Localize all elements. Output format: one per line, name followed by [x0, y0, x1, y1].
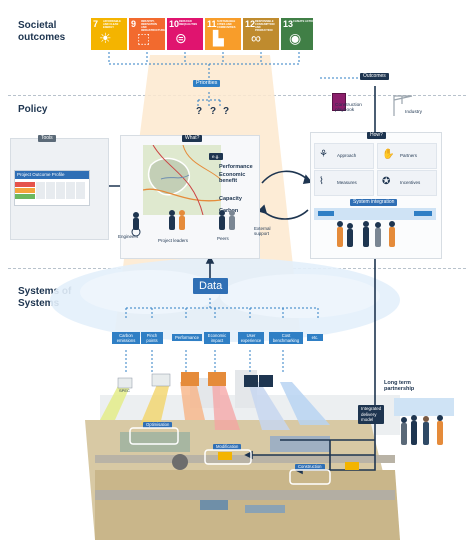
sdg-tile-7: 7 Affordable and clean energy ☀	[91, 18, 127, 50]
sdg-title: Climate action	[293, 20, 315, 23]
handshake-icon: ✋	[382, 149, 395, 160]
measures-cell: ⌇ Measures	[314, 170, 374, 196]
sun-icon: ☀	[99, 30, 112, 46]
data-tag-cost-benchmarking: Cost benchmarking	[269, 332, 303, 344]
sdg-title: Reduced inequalities	[179, 20, 198, 26]
priorities-tag: Priorities	[193, 80, 221, 87]
sdg-title: Sustainable cities and communities	[217, 20, 236, 29]
sdg-title: Industry, innovation and infrastructure	[141, 20, 165, 32]
chart-icon: ⌇	[319, 176, 324, 187]
data-cloud-3	[220, 274, 380, 318]
optimisation-tag: Optimisation	[143, 422, 173, 428]
partnership-people	[394, 398, 454, 445]
construction-tag: Construction	[295, 464, 325, 470]
section-title-societal-outcomes: Societal outcomes	[18, 20, 66, 43]
sdg-number: 9	[131, 19, 137, 29]
infinity-icon: ∞	[251, 30, 261, 46]
profile-row-orange	[15, 188, 35, 193]
external-support-label: External support	[254, 226, 271, 236]
sdg-tile-11: 11 Sustainable cities and communities ▙	[205, 18, 241, 50]
long-term-partnership-label: Long term partnership	[384, 380, 415, 392]
sdg-number: 12	[245, 19, 256, 29]
incentives-cell: ✪ Incentives	[377, 170, 437, 196]
partners-label: Partners	[400, 153, 418, 158]
approach-cell: ⚘ Approach	[314, 143, 374, 169]
partners-cell: ✋ Partners	[377, 143, 437, 169]
sdg-tile-13: 13 Climate action ◉	[281, 18, 315, 50]
sdg-title: Affordable and clean energy	[103, 20, 121, 29]
equals-icon: ⊜	[175, 30, 187, 46]
system-integration-tag: System integration	[350, 199, 398, 206]
data-tag-etc: etc.	[307, 334, 323, 341]
measures-label: Measures	[337, 180, 357, 185]
project-leaders-label: Project leaders	[158, 238, 189, 243]
outcomes-tag: Outcomes	[360, 73, 389, 80]
profile-row-red	[15, 182, 35, 187]
data-tag: Data	[193, 278, 229, 294]
sdg-title: Responsible consumption and production	[255, 20, 275, 32]
construction-playbook-label: Construction playbook	[335, 103, 362, 113]
data-tag-carbon-emissions: Carbon emissions	[112, 332, 140, 344]
approach-icon: ⚘	[319, 149, 328, 160]
sdg-number: 7	[93, 19, 99, 29]
data-cloud-2	[80, 270, 220, 314]
capacity-label: Capacity	[219, 196, 242, 202]
question-mark-2: ?	[210, 106, 217, 117]
playbook-icon	[332, 93, 346, 111]
integrated-delivery-model-tag: Integrated delivery model	[358, 405, 385, 424]
industry-label: Industry	[405, 110, 423, 115]
what-tag: What?	[182, 135, 203, 142]
sdg-tile-10: 10 Reduced inequalities ⊜	[167, 18, 203, 50]
eg-tag: e.g.	[209, 153, 223, 160]
performance-label: Performance	[219, 164, 253, 170]
sdg-number: 11	[207, 19, 217, 29]
tools-tag: Tools	[38, 135, 56, 142]
carbon-label: Carbon	[219, 208, 239, 214]
medal-icon: ✪	[382, 176, 391, 187]
sensor-icons	[117, 372, 273, 389]
data-tag-economic-impact: Economic impact	[204, 332, 230, 344]
project-outcome-profile-card: Project Outcome Profile	[14, 170, 90, 206]
economic-benefit-label: Economic benefit	[219, 172, 246, 184]
sdg-number: 13	[283, 19, 294, 29]
people-figures	[131, 210, 235, 237]
approach-label: Approach	[337, 153, 357, 158]
profile-grid	[36, 182, 86, 199]
question-mark-3: ?	[223, 106, 230, 117]
sdg-tile-9: 9 Industry, innovation and infrastructur…	[129, 18, 165, 50]
data-tag-user-experience: User experience	[238, 332, 264, 344]
incentives-label: Incentives	[400, 180, 421, 185]
spec-label: SPEC	[119, 388, 130, 393]
data-tag-performance: Performance	[172, 334, 202, 341]
eye-icon: ◉	[289, 30, 302, 46]
section-title-policy: Policy	[18, 104, 48, 115]
cubes-icon: ⬚	[137, 30, 151, 46]
map-illustration	[143, 145, 221, 215]
data-tag-pinch-points: Pinch points	[141, 332, 163, 344]
question-mark-1: ?	[196, 106, 203, 117]
modification-tag: Modification	[213, 444, 242, 450]
sdg-number: 10	[169, 19, 180, 29]
engineers-label: Engineers	[118, 234, 139, 239]
city-icon: ▙	[213, 30, 224, 46]
how-tag: How?	[367, 132, 386, 139]
sdg-tile-12: 12 Responsible consumption and productio…	[243, 18, 279, 50]
profile-row-green	[15, 194, 35, 199]
project-outcome-profile-header: Project Outcome Profile	[15, 171, 89, 179]
peers-label: Peers	[217, 236, 229, 241]
crane-icon	[393, 95, 413, 116]
system-integration-illustration	[314, 208, 436, 247]
